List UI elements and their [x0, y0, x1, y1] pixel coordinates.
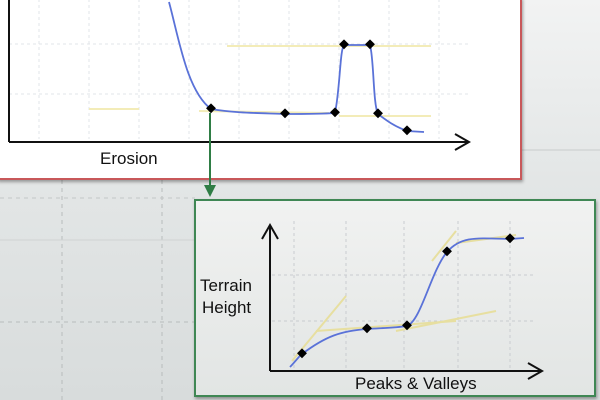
- peaks-x-axis-arrowhead: [527, 362, 545, 380]
- erosion-x-axis-arrowhead: [454, 133, 472, 151]
- erosion-control-point[interactable]: [402, 125, 412, 136]
- erosion-control-point[interactable]: [365, 39, 375, 50]
- erosion-x-axis-label: Erosion: [100, 149, 158, 168]
- erosion-control-points: [206, 39, 412, 136]
- erosion-graph-panel: Erosion: [0, 0, 522, 180]
- erosion-control-point[interactable]: [330, 107, 340, 118]
- erosion-graph: [8, 0, 472, 151]
- peaks-grid: [272, 221, 536, 369]
- peaks-y-axis-label-line1: Terrain: [200, 276, 252, 295]
- erosion-grid: [9, 0, 469, 139]
- peaks-y-axis-arrowhead: [261, 222, 279, 240]
- peaks-control-points: [297, 233, 515, 359]
- peaks-control-point[interactable]: [362, 323, 372, 334]
- erosion-control-point[interactable]: [280, 108, 290, 119]
- erosion-control-point[interactable]: [206, 103, 216, 114]
- peaks-x-axis-label: Peaks & Valleys: [355, 374, 477, 393]
- erosion-tangent-guides: [89, 45, 431, 117]
- peaks-y-axis-label-line2: Height: [202, 298, 252, 317]
- erosion-control-point[interactable]: [339, 39, 349, 50]
- peaks-valleys-graph: [261, 221, 545, 380]
- peaks-valleys-spline-curve[interactable]: [289, 237, 525, 368]
- peaks-valleys-graph-panel: Terrain Height Peaks & Valleys: [194, 199, 596, 397]
